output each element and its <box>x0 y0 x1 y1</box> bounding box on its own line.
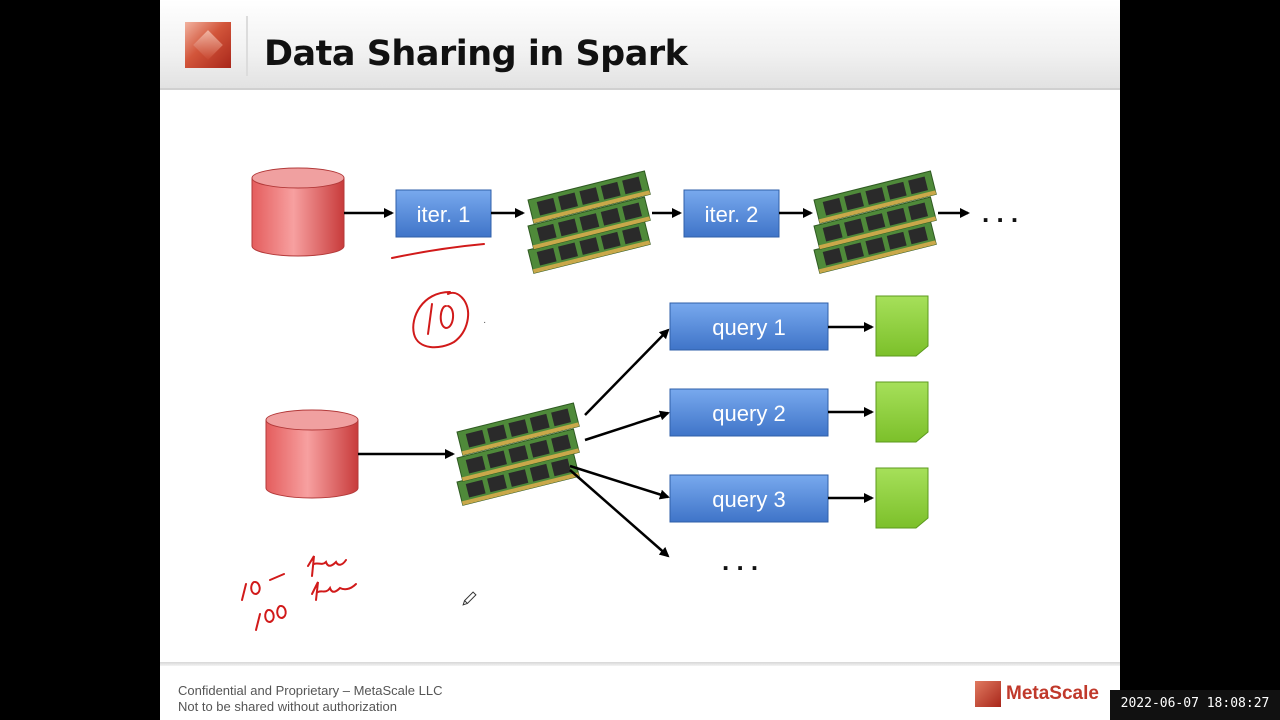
iter1-label: iter. 1 <box>417 202 471 227</box>
brand-logo-icon <box>975 681 1001 707</box>
slide-title: Data Sharing in Spark <box>264 34 688 74</box>
arrow-ram3-to-ellipsis <box>569 469 670 558</box>
query2-label: query 2 <box>712 401 785 426</box>
arrow-ram3-to-query1 <box>584 328 670 416</box>
ink-circled-10-zero <box>439 305 454 330</box>
arrow-ram3-to-query3 <box>569 464 670 500</box>
ink-circled-10 <box>412 291 470 349</box>
output-doc-icon-3 <box>875 467 929 529</box>
ram-icon-2 <box>813 170 937 274</box>
ink-underline <box>391 243 485 259</box>
timestamp-overlay: 2022-06-07 18:08:27 <box>1110 690 1280 720</box>
iter1-node: iter. 1 <box>395 189 492 238</box>
query3-node: query 3 <box>669 474 829 523</box>
pen-cursor-icon <box>462 591 477 606</box>
arrow-ram3-to-query2 <box>584 410 670 442</box>
query1-label: query 1 <box>712 315 785 340</box>
ink-circled-10-one <box>427 303 433 335</box>
ram-icon-3 <box>456 402 580 506</box>
output-doc-icon-2 <box>875 381 929 443</box>
handwritten-annotations <box>241 243 485 631</box>
logo-icon <box>185 22 231 68</box>
ink-dot: · <box>483 317 486 328</box>
database-icon-top <box>251 167 345 257</box>
iter2-label: iter. 2 <box>705 202 759 227</box>
ellipsis-bottom: . . . <box>722 546 758 576</box>
brand-logo: MetaScale <box>975 681 1099 707</box>
query3-label: query 3 <box>712 487 785 512</box>
database-icon-bottom <box>265 409 359 499</box>
query1-node: query 1 <box>669 302 829 351</box>
query2-node: query 2 <box>669 388 829 437</box>
data-sharing-diagram: iter. 1 iter. 2 . . . <box>241 167 1018 631</box>
ram-icon-1 <box>527 170 651 274</box>
footer-divider <box>160 662 1120 666</box>
brand-name: MetaScale <box>1006 683 1099 704</box>
slide: Data Sharing in Spark <box>160 0 1120 720</box>
header-divider <box>246 16 248 76</box>
ink-note-line1 <box>241 555 347 601</box>
ellipsis-top: . . . <box>982 198 1018 228</box>
iter2-node: iter. 2 <box>683 189 780 238</box>
output-doc-icon-1 <box>875 295 929 357</box>
slide-header: Data Sharing in Spark <box>160 0 1120 90</box>
footer-notice: Not to be shared without authorization <box>178 699 397 714</box>
ink-note-line2 <box>255 581 357 631</box>
footer-confidential: Confidential and Proprietary – MetaScale… <box>178 683 443 698</box>
